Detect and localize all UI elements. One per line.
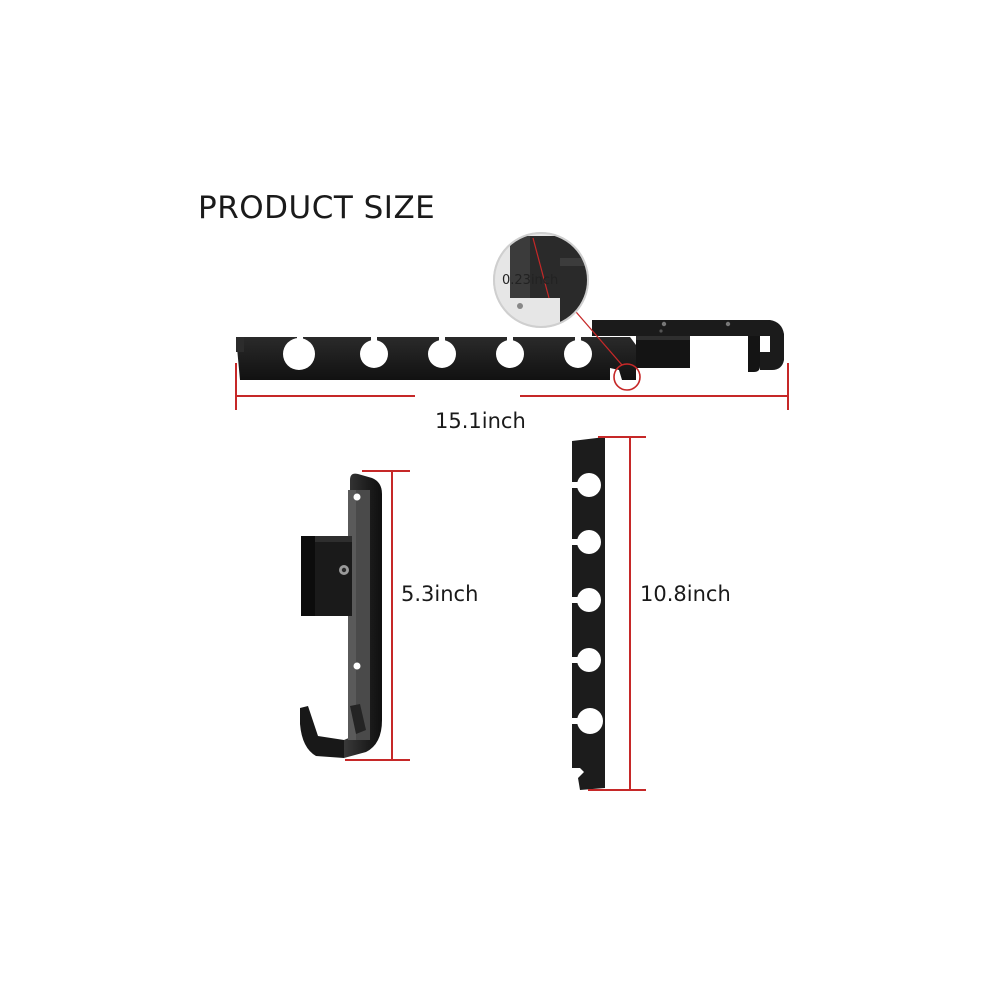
clamp-block-horizontal — [636, 336, 690, 368]
rack-length-label: 10.8inch — [640, 582, 731, 606]
bracket-plate-horizontal — [592, 320, 784, 370]
total-length-label: 15.1inch — [435, 409, 526, 433]
thickness-inset — [493, 232, 589, 328]
bracket-height-label: 5.3inch — [401, 582, 479, 606]
rack-bar-vertical — [572, 437, 605, 790]
rack-bar-horizontal — [236, 337, 636, 380]
bracket-hook — [300, 706, 344, 758]
thickness-label: 0.23inch — [502, 273, 559, 288]
page-title: PRODUCT SIZE — [198, 190, 436, 226]
bracket-dimension-line — [345, 470, 410, 761]
bracket-vertical — [300, 470, 410, 761]
rack-dimension-line — [588, 436, 646, 791]
thickness-marker — [613, 363, 641, 391]
hanger-horizontal — [236, 304, 784, 391]
rack-vertical — [570, 436, 646, 791]
length-dimension-line — [235, 363, 789, 410]
bracket-plate-vertical — [344, 473, 382, 758]
